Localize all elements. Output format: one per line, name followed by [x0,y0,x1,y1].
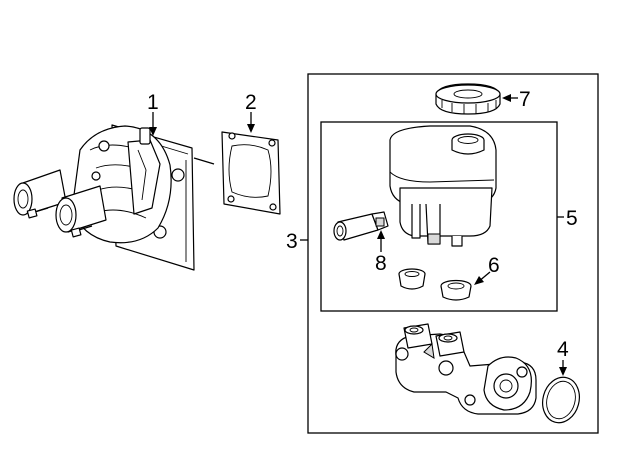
fluid-level-sensor [333,211,389,241]
callout-7: 7 [519,88,531,111]
callout-3: 3 [286,230,298,253]
brake-booster [13,124,215,271]
callout-1: 1 [147,91,159,114]
leader-lines [149,94,567,376]
booster-gasket [221,131,281,215]
callout-5: 5 [566,207,578,230]
assembly-outer-box [307,73,599,434]
fluid-reservoir [389,125,497,247]
seal-o-ring [542,376,580,424]
callout-6: 6 [488,254,500,277]
reservoir-cap [435,83,501,115]
callout-8: 8 [375,252,387,275]
master-cylinder [395,323,537,415]
reservoir-grommets [398,268,472,301]
callout-4: 4 [557,338,569,361]
callout-2: 2 [245,91,257,114]
